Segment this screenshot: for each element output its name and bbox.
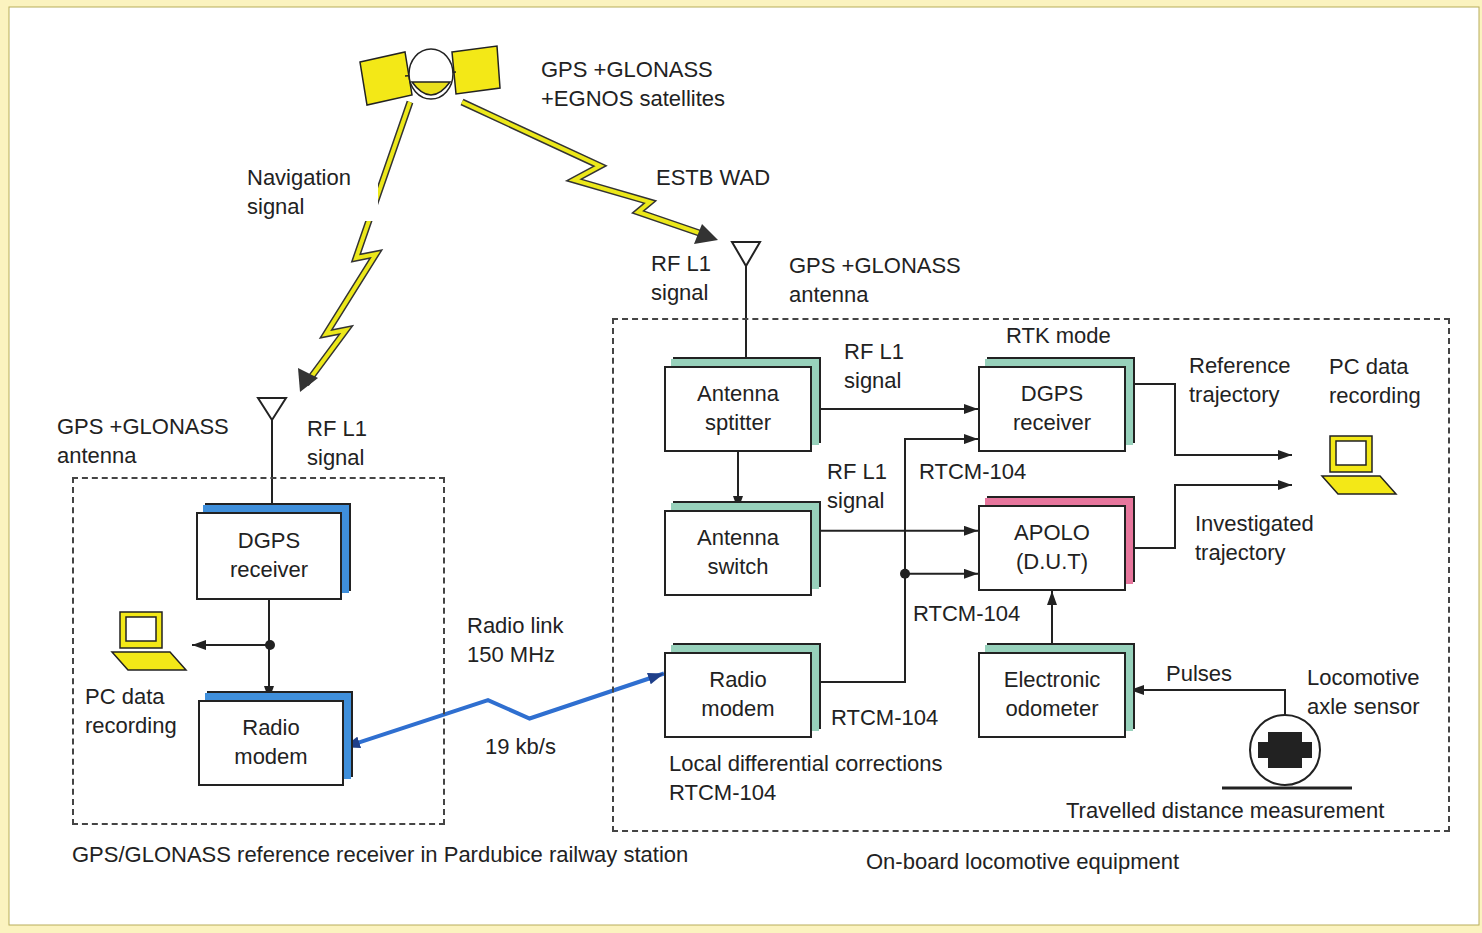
equipment-box: Radio modem xyxy=(198,700,344,786)
box-label: Radio modem xyxy=(674,666,802,723)
equipment-box: Antenna switch xyxy=(664,510,812,596)
box-label: APOLO (D.U.T) xyxy=(988,519,1116,576)
annotation-label: Travelled distance measurement xyxy=(1065,797,1385,826)
signal-connector xyxy=(1051,591,1053,652)
annotation-label: RTCM-104 xyxy=(830,704,939,733)
annotation-label: RF L1 signal xyxy=(306,415,386,472)
annotation-label: Local differential corrections RTCM-104 xyxy=(668,750,1010,807)
connector-label: RF L1 signal xyxy=(843,338,917,395)
region-caption: GPS/GLONASS reference receiver in Pardub… xyxy=(70,841,690,870)
annotation-label: Pulses xyxy=(1165,660,1233,689)
annotation-label: ESTB WAD xyxy=(655,164,771,193)
box-label: Radio modem xyxy=(208,714,334,771)
pc-icon xyxy=(1322,436,1396,494)
connector-label: RTCM-104 xyxy=(912,600,1021,629)
equipment-box: DGPS receiver xyxy=(196,512,342,600)
white-ground xyxy=(9,7,1479,925)
annotation-label: GPS +GLONASS +EGNOS satellites xyxy=(540,56,777,113)
signal-connector xyxy=(812,408,978,410)
box-label: Antenna sptitter xyxy=(674,380,802,437)
axle-sensor xyxy=(1222,715,1352,788)
satellite-icon xyxy=(360,46,500,105)
annotation-label: GPS +GLONASS antenna xyxy=(56,413,258,470)
annotation-label: GPS +GLONASS antenna xyxy=(788,252,995,309)
annotation-label: Reference trajectory xyxy=(1188,352,1314,409)
signal-bolt xyxy=(298,102,410,392)
annotation-label: 19 kb/s xyxy=(484,733,557,762)
equipment-box: DGPS receiver xyxy=(978,366,1126,452)
annotation-label: PC data recording xyxy=(1328,353,1448,410)
annotation-label: Investigated trajectory xyxy=(1194,510,1346,567)
signal-connector xyxy=(812,530,978,532)
annotation-label: Locomotive axle sensor xyxy=(1306,664,1448,721)
pc-icon xyxy=(112,612,186,670)
annotation-label: Navigation signal xyxy=(246,164,378,221)
equipment-region: GPS/GLONASS reference receiver in Pardub… xyxy=(72,477,445,825)
junction-dot xyxy=(900,569,910,579)
annotation-label: RTK mode xyxy=(1005,322,1112,351)
annotation-label: RF L1 signal xyxy=(650,250,724,307)
equipment-box: Radio modem xyxy=(664,652,812,738)
box-label: DGPS receiver xyxy=(206,527,332,584)
signal-connector xyxy=(737,452,739,510)
signal-connector xyxy=(268,600,270,700)
equipment-box: Electronic odometer xyxy=(978,652,1126,738)
box-label: Electronic odometer xyxy=(988,666,1116,723)
equipment-box: Antenna sptitter xyxy=(664,366,812,452)
box-label: DGPS receiver xyxy=(988,380,1116,437)
pulse-line xyxy=(1130,690,1285,715)
box-label: Antenna switch xyxy=(674,524,802,581)
annotation-label: PC data recording xyxy=(84,683,196,740)
equipment-box: APOLO (D.U.T) xyxy=(978,505,1126,591)
region-caption: On-board locomotive equipment xyxy=(864,848,1181,877)
connector-label: RF L1 signal xyxy=(826,458,898,515)
connector-label: Radio link 150 MHz xyxy=(466,612,590,669)
data-line xyxy=(192,644,270,646)
connector-label: RTCM-104 xyxy=(918,458,1027,487)
